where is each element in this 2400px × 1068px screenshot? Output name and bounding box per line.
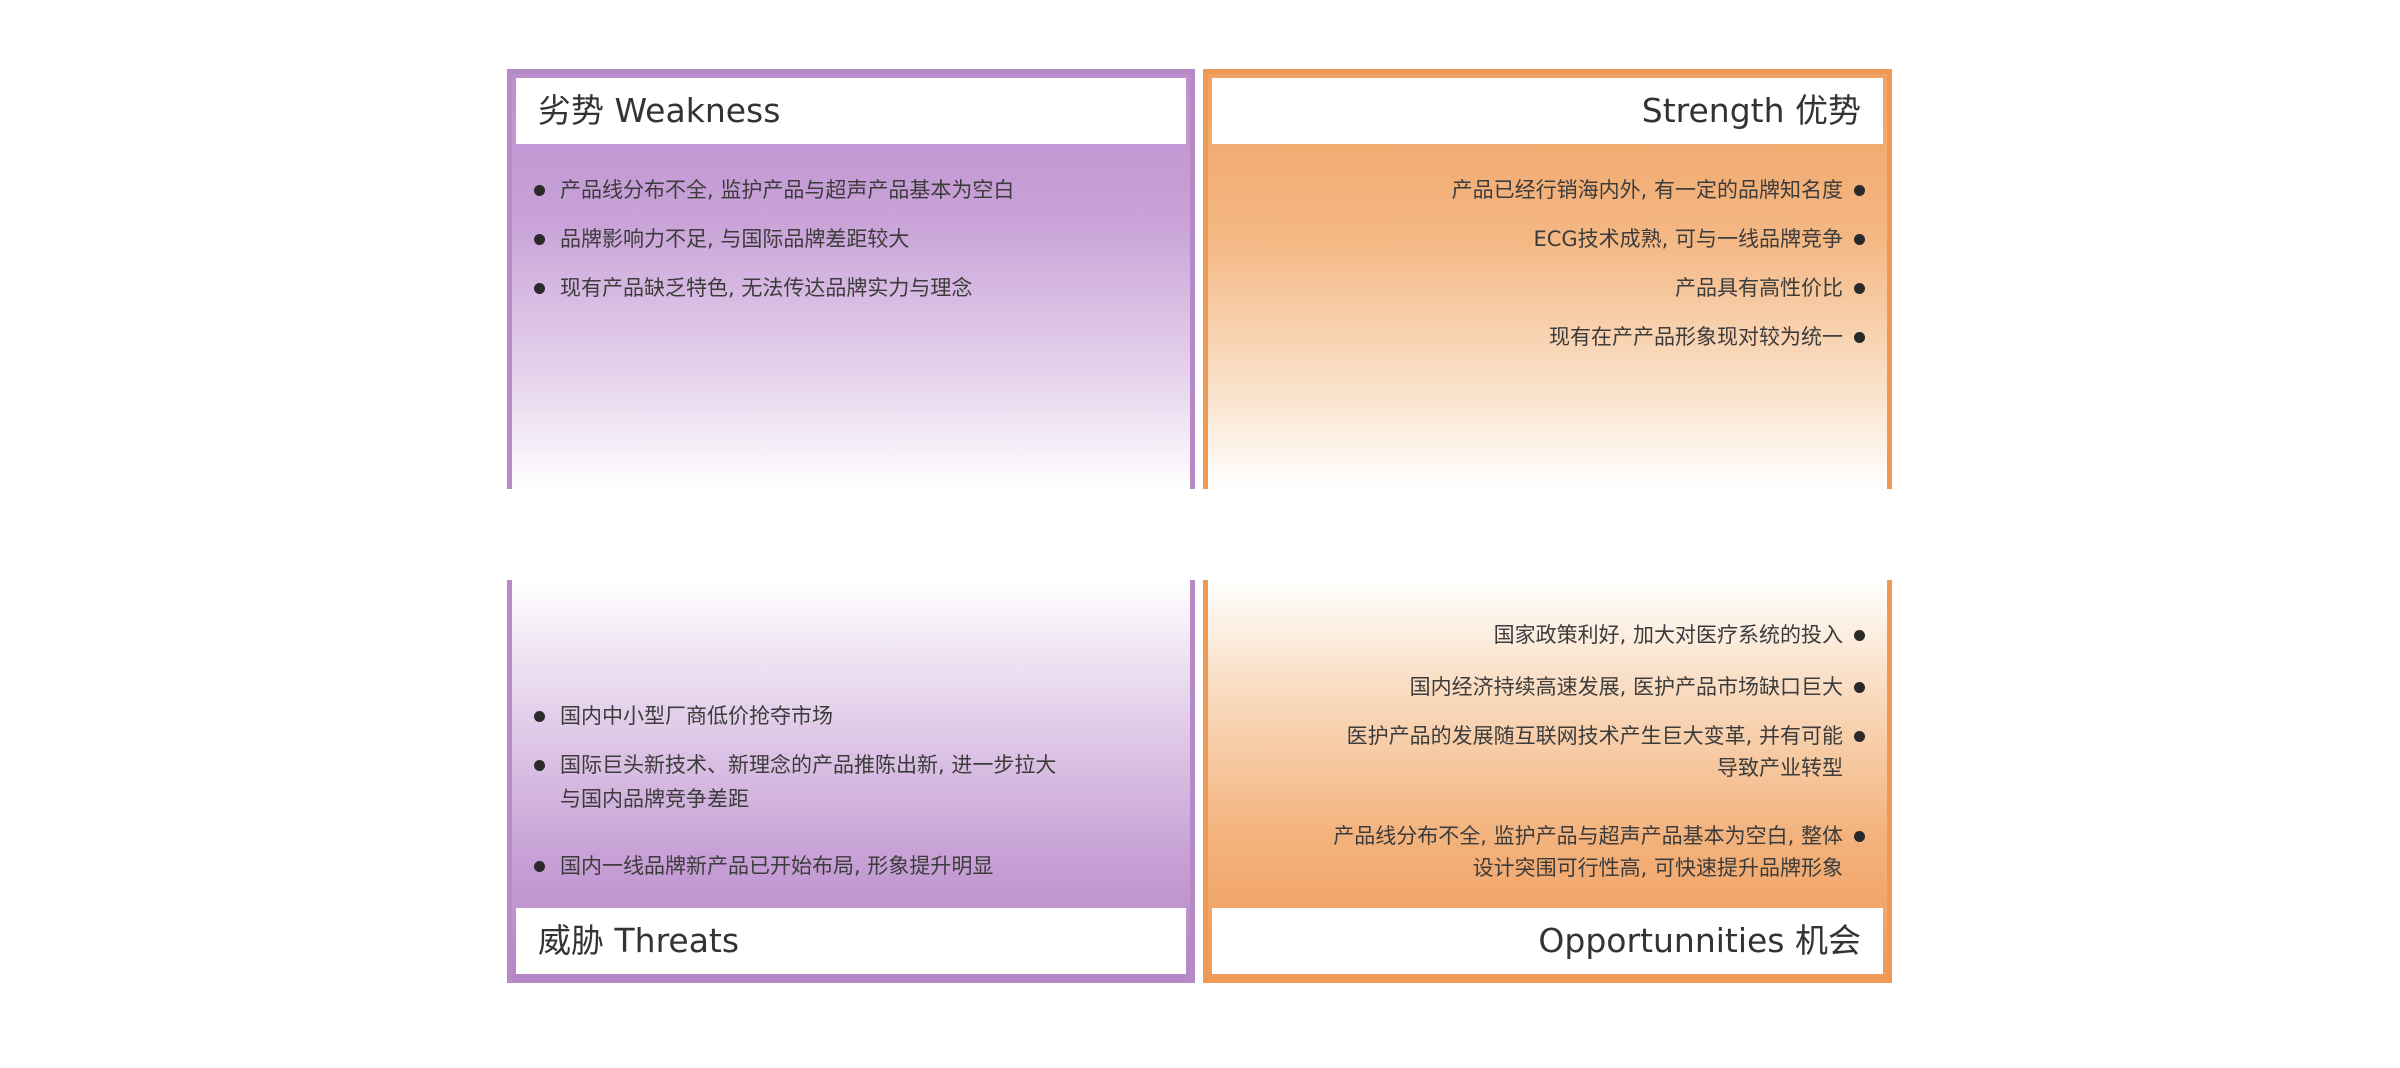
threats-item: 国际巨头新技术、新理念的产品推陈出新, 进一步拉大: [560, 753, 1057, 777]
opportunities-item-continued: 导致产业转型: [1717, 756, 1843, 780]
threats-title: 威胁 Threats: [516, 908, 1186, 974]
opportunities-item: 医护产品的发展随互联网技术产生巨大变革, 并有可能: [1346, 724, 1843, 748]
opportunities-item: 产品线分布不全, 监护产品与超声产品基本为空白, 整体: [1333, 824, 1843, 848]
bullet-icon: [534, 861, 545, 872]
bullet-icon: [1854, 731, 1865, 742]
strength-item: 产品已经行销海内外, 有一定的品牌知名度: [1451, 178, 1843, 202]
bullet-icon: [1854, 831, 1865, 842]
threats-item: 国内中小型厂商低价抢夺市场: [560, 704, 833, 728]
threats-quadrant: 国内中小型厂商低价抢夺市场 国际巨头新技术、新理念的产品推陈出新, 进一步拉大 …: [507, 580, 1195, 983]
bullet-icon: [534, 234, 545, 245]
opportunities-item: 国内经济持续高速发展, 医护产品市场缺口巨大: [1409, 675, 1843, 699]
strength-item: 现有在产产品形象现对较为统一: [1549, 325, 1843, 349]
bullet-icon: [534, 283, 545, 294]
strength-quadrant: Strength 优势 产品已经行销海内外, 有一定的品牌知名度 ECG技术成熟…: [1203, 69, 1892, 489]
opportunities-item-continued: 设计突围可行性高, 可快速提升品牌形象: [1472, 856, 1843, 880]
threats-item-continued: 与国内品牌竞争差距: [560, 787, 749, 811]
bullet-icon: [534, 711, 545, 722]
weakness-item: 品牌影响力不足, 与国际品牌差距较大: [560, 227, 910, 251]
weakness-quadrant: 劣势 Weakness 产品线分布不全, 监护产品与超声产品基本为空白 品牌影响…: [507, 69, 1195, 489]
strength-title: Strength 优势: [1212, 78, 1883, 144]
bullet-icon: [534, 760, 545, 771]
bullet-icon: [1854, 332, 1865, 343]
bullet-icon: [1854, 283, 1865, 294]
opportunities-title: Opportunnities 机会: [1212, 908, 1883, 974]
weakness-item: 现有产品缺乏特色, 无法传达品牌实力与理念: [560, 276, 973, 300]
weakness-item: 产品线分布不全, 监护产品与超声产品基本为空白: [560, 178, 1015, 202]
strength-item: ECG技术成熟, 可与一线品牌竞争: [1533, 227, 1843, 251]
threats-item: 国内一线品牌新产品已开始布局, 形象提升明显: [560, 854, 994, 878]
bullet-icon: [1854, 682, 1865, 693]
bullet-icon: [1854, 185, 1865, 196]
opportunities-item: 国家政策利好, 加大对医疗系统的投入: [1493, 623, 1843, 647]
bullet-icon: [534, 185, 545, 196]
weakness-title: 劣势 Weakness: [516, 78, 1186, 144]
bullet-icon: [1854, 630, 1865, 641]
bullet-icon: [1854, 234, 1865, 245]
opportunities-quadrant: 国家政策利好, 加大对医疗系统的投入 国内经济持续高速发展, 医护产品市场缺口巨…: [1203, 580, 1892, 983]
strength-item: 产品具有高性价比: [1675, 276, 1843, 300]
